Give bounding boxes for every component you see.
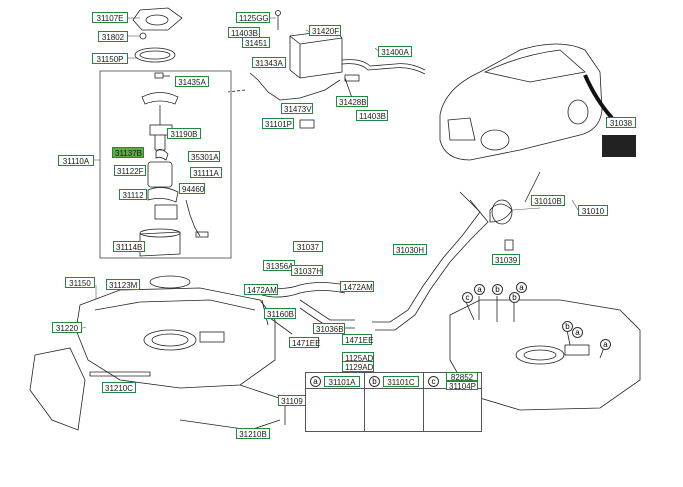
part-31010[interactable]: 31010 [578,205,608,216]
callout-b-1: b [492,284,503,295]
canister-body [289,29,343,79]
part-1129AD[interactable]: 1129AD [342,361,374,372]
part-1471EE-left[interactable]: 1471EE [289,337,320,348]
part-1472AM-right[interactable]: 1472AM [340,281,374,292]
callout-a-4: a [600,339,611,350]
callout-a-2: a [516,282,527,293]
part-31039[interactable]: 31039 [492,254,520,265]
part-31123M[interactable]: 31123M [106,279,140,290]
part-31101A[interactable]: 31101A [324,376,360,387]
part-31210C[interactable]: 31210C [102,382,136,393]
part-31038[interactable]: 31038 [606,117,636,128]
part-31104P[interactable]: 31104P [446,381,478,391]
part-31451[interactable]: 31451 [242,37,270,48]
vent-hose [341,59,426,71]
part-1471EE-right[interactable]: 1471EE [342,334,373,345]
part-31802[interactable]: 31802 [98,31,128,42]
vehicle-outline [439,43,603,161]
part-31037H[interactable]: 31037H [291,265,323,276]
pump-seal-gasket [149,275,191,289]
part-31473V[interactable]: 31473V [281,103,313,114]
callout-a-1: a [474,284,485,295]
part-31400A[interactable]: 31400A [378,46,412,57]
part-31190B[interactable]: 31190B [167,128,201,139]
part-31037[interactable]: 31037 [293,241,323,252]
heat-shield [29,347,86,431]
part-11403B-lower[interactable]: 11403B [356,110,388,121]
pump-assembly-frame [99,70,232,259]
fuel-pump-motor [147,161,173,188]
part-31137B[interactable]: 31137B [112,147,144,158]
filler-neck-pipe [375,199,489,331]
lock-ring [134,47,176,63]
part-31111A[interactable]: 31111A [190,167,222,178]
part-82852[interactable]: 82852 [446,372,478,382]
callout-c-1: c [462,292,473,303]
part-31160B[interactable]: 31160B [264,308,296,319]
part-1472AM-left[interactable]: 1472AM [244,284,278,295]
part-31428B[interactable]: 31428B [336,96,368,107]
part-31010B[interactable]: 31010B [531,195,565,206]
callout-b-3: b [562,321,573,332]
part-31150[interactable]: 31150 [65,277,95,288]
fuel-tank-left [75,287,276,389]
part-31107E[interactable]: 31107E [92,12,128,23]
vapor-hose [249,72,341,101]
pump-cover-plate [132,7,183,31]
part-31435A[interactable]: 31435A [175,76,209,87]
part-31420F[interactable]: 31420F [309,25,341,36]
fuel-filter [154,204,178,220]
kit-letter-c: c [428,376,439,387]
vent-tube [299,299,355,321]
part-31109[interactable]: 31109 [278,395,306,406]
kit-letter-a: a [310,376,321,387]
sender-arm [185,199,201,237]
warning-label-graphic [602,135,636,157]
part-31343A[interactable]: 31343A [252,57,286,68]
part-31122F[interactable]: 31122F [114,165,146,176]
part-31101C[interactable]: 31101C [383,376,419,387]
part-31030H[interactable]: 31030H [393,244,427,255]
callout-b-2: b [509,292,520,303]
callout-a-3: a [572,327,583,338]
part-31150P[interactable]: 31150P [92,53,128,64]
part-31110A[interactable]: 31110A [58,155,94,166]
part-94460[interactable]: 94460 [179,183,205,194]
part-1125GG[interactable]: 1125GG [236,12,270,23]
kit-letter-b: b [369,376,380,387]
part-31036B[interactable]: 31036B [313,323,345,334]
pump-flange [141,92,179,105]
part-31101P[interactable]: 31101P [262,118,294,129]
part-31220[interactable]: 31220 [52,322,82,333]
part-35301A[interactable]: 35301A [188,151,220,162]
part-31114B[interactable]: 31114B [113,241,145,252]
part-31210B[interactable]: 31210B [236,428,270,439]
part-31112[interactable]: 31112 [119,189,147,200]
